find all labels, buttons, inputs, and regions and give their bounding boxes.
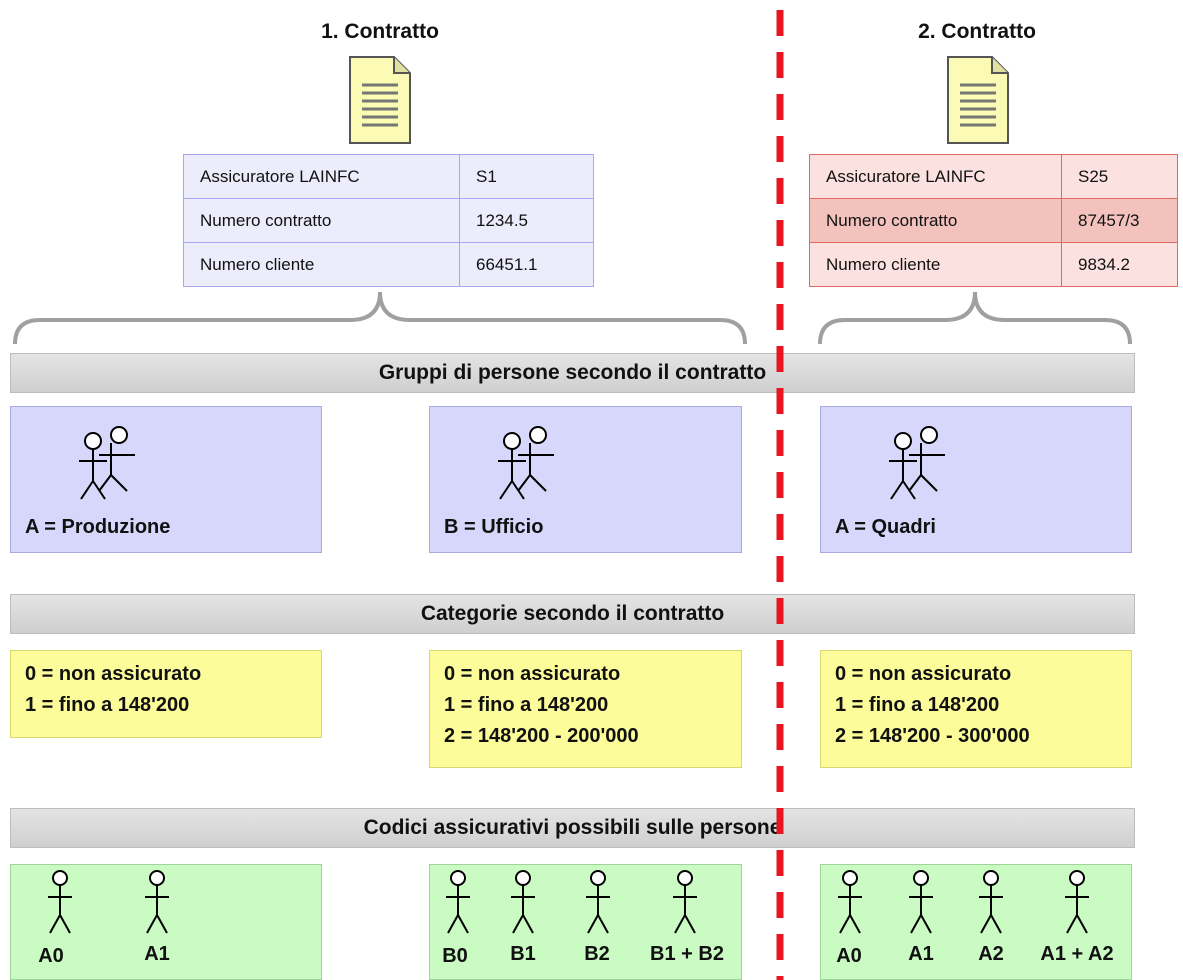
person-icon — [673, 870, 697, 934]
group-label: A = Produzione — [25, 516, 171, 538]
field-label: Numero cliente — [183, 242, 460, 287]
document-icon — [947, 56, 1009, 144]
brace-contract-1 — [13, 291, 747, 345]
field-value: 87457/3 — [1061, 198, 1178, 243]
code-label: B2 — [584, 943, 610, 965]
category-line: 1 = fino a 148'200 — [835, 694, 1000, 716]
person-icon — [48, 870, 72, 934]
contract-title-1: 1. Contratto — [321, 20, 439, 43]
person-icon — [511, 870, 535, 934]
field-value: S1 — [459, 154, 594, 199]
field-value: 9834.2 — [1061, 242, 1178, 287]
code-label: A1 + A2 — [1040, 943, 1114, 965]
category-box-2: 0 = non assicurato 1 = fino a 148'200 2 … — [429, 650, 742, 768]
category-box-1: 0 = non assicurato 1 = fino a 148'200 — [10, 650, 322, 738]
field-value: 1234.5 — [459, 198, 594, 243]
people-group-icon — [498, 426, 554, 500]
field-value: 66451.1 — [459, 242, 594, 287]
person-icon — [838, 870, 862, 934]
field-label: Assicuratore LAINFC — [183, 154, 460, 199]
code-box-1: A0 A1 — [10, 864, 322, 980]
group-box-production: A = Produzione — [10, 406, 322, 553]
group-box-managers: A = Quadri — [820, 406, 1132, 553]
category-line: 1 = fino a 148'200 — [25, 694, 190, 716]
field-value: S25 — [1061, 154, 1178, 199]
person-icon — [979, 870, 1003, 934]
category-line: 0 = non assicurato — [444, 663, 621, 685]
document-icon — [349, 56, 411, 144]
code-label: A1 — [144, 943, 170, 965]
category-line: 2 = 148'200 - 200'000 — [444, 725, 639, 747]
code-label: A1 — [908, 943, 934, 965]
group-box-office: B = Ufficio — [429, 406, 742, 553]
category-line: 2 = 148'200 - 300'000 — [835, 725, 1030, 747]
code-label: A0 — [836, 945, 862, 967]
band-codes: Codici assicurativi possibili sulle pers… — [10, 808, 1135, 848]
brace-contract-2 — [818, 291, 1132, 345]
field-label: Numero contratto — [183, 198, 460, 243]
group-label: B = Ufficio — [444, 516, 544, 538]
band-groups: Gruppi di persone secondo il contratto — [10, 353, 1135, 393]
code-label: B1 + B2 — [650, 943, 724, 965]
group-label: A = Quadri — [835, 516, 936, 538]
code-label: B0 — [442, 945, 468, 967]
code-box-2: B0 B1 B2 B1 + B2 — [429, 864, 742, 980]
people-group-icon — [889, 426, 945, 500]
code-label: A2 — [978, 943, 1004, 965]
code-label: A0 — [38, 945, 64, 967]
category-box-3: 0 = non assicurato 1 = fino a 148'200 2 … — [820, 650, 1132, 768]
code-label: B1 — [510, 943, 536, 965]
category-line: 1 = fino a 148'200 — [444, 694, 609, 716]
category-line: 0 = non assicurato — [835, 663, 1012, 685]
band-categories: Categorie secondo il contratto — [10, 594, 1135, 634]
person-icon — [909, 870, 933, 934]
person-icon — [586, 870, 610, 934]
person-icon — [446, 870, 470, 934]
contract-title-2: 2. Contratto — [918, 20, 1036, 43]
category-line: 0 = non assicurato — [25, 663, 202, 685]
person-icon — [145, 870, 169, 934]
people-group-icon — [79, 426, 135, 500]
field-label: Numero contratto — [809, 198, 1062, 243]
person-icon — [1065, 870, 1089, 934]
